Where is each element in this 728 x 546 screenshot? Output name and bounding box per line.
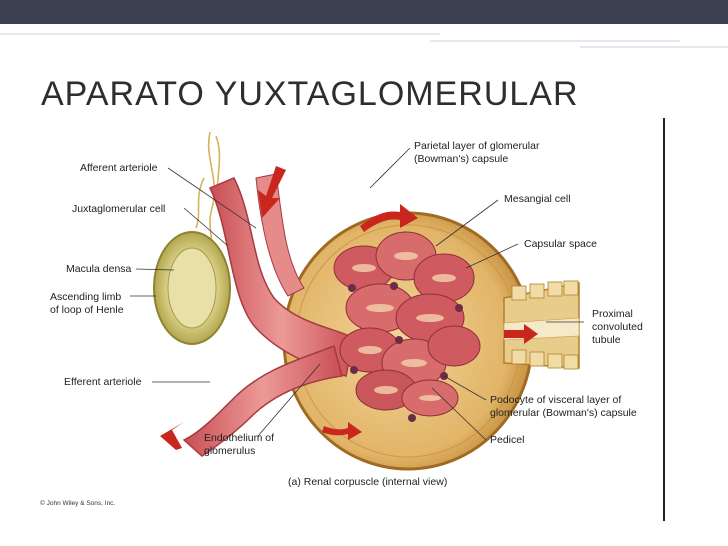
leader-lines [130, 147, 584, 441]
label-podocyte-capsule: glomerular (Bowman's) capsule [490, 407, 637, 419]
label-capsular-space: Capsular space [524, 238, 597, 250]
macula-densa [153, 231, 231, 345]
label-pedicel: Pedicel [490, 434, 525, 446]
figure-right-border [663, 118, 665, 521]
header-bar [0, 0, 728, 24]
flow-arrows [160, 166, 538, 450]
label-tubule: tubule [592, 334, 621, 346]
label-proximal: Proximal [592, 308, 633, 320]
renal-corpuscle-figure: Afferent arteriole Juxtaglomerular cell … [34, 118, 664, 521]
label-bowmans-capsule: (Bowman's) capsule [414, 153, 509, 165]
label-mesangial-cell: Mesangial cell [504, 193, 571, 205]
label-ascending-limb: Ascending limb [50, 291, 122, 303]
label-juxtaglomerular-cell: Juxtaglomerular cell [72, 203, 166, 215]
label-glomerulus: glomerulus [204, 445, 256, 457]
figure-caption: (a) Renal corpuscle (internal view) [288, 476, 448, 488]
label-afferent-arteriole: Afferent arteriole [80, 162, 158, 174]
renal-corpuscle-diagram [130, 131, 584, 471]
label-convoluted: convoluted [592, 321, 643, 333]
header-stripe [0, 33, 440, 35]
label-macula-densa: Macula densa [66, 263, 132, 275]
proximal-tubule [503, 280, 580, 370]
label-parietal-layer: Parietal layer of glomerular [414, 140, 540, 152]
label-endothelium: Endothelium of [204, 432, 275, 444]
label-efferent-arteriole: Efferent arteriole [64, 376, 142, 388]
slide-title: APARATO YUXTAGLOMERULAR [41, 75, 579, 113]
label-podocyte: Podocyte of visceral layer of [490, 394, 622, 406]
efferent-arteriole [182, 344, 343, 457]
header-stripe [580, 46, 728, 48]
copyright-credit: © John Wiley & Sons, Inc. [40, 500, 116, 507]
glomerulus [333, 231, 481, 422]
header-stripe [430, 40, 680, 42]
label-loop-of-henle: of loop of Henle [50, 304, 124, 316]
